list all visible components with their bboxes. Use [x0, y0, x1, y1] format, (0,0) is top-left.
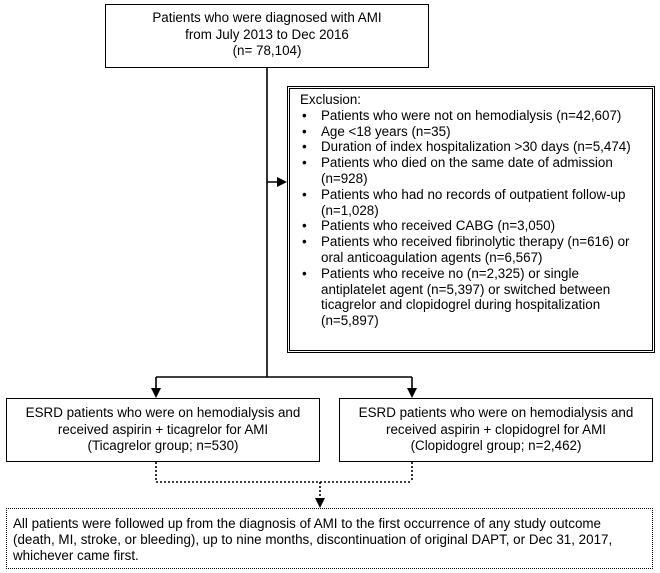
followup-box: All patients were followed up from the d…: [6, 508, 653, 569]
diagnosed-patients-box: Patients who were diagnosed with AMI fro…: [105, 4, 429, 68]
clopidogrel-group-box: ESRD patients who were on hemodialysis a…: [339, 398, 653, 462]
followup-text: All patients were followed up from the d…: [13, 516, 613, 563]
clopidogrel-line-1: ESRD patients who were on hemodialysis a…: [358, 405, 634, 420]
exclusion-item: Patients who were not on hemodialysis (n…: [300, 108, 646, 124]
exclusion-title: Exclusion:: [300, 92, 362, 107]
diagnosed-line-1: Patients who were diagnosed with AMI: [152, 10, 382, 25]
exclusion-item: Duration of index hospitalization >30 da…: [300, 139, 646, 155]
exclusion-item: Patients who received CABG (n=3,050): [300, 218, 646, 234]
clopidogrel-line-2: received aspirin + clopidogrel for AMI: [386, 421, 606, 437]
exclusion-item: Age <18 years (n=35): [300, 124, 646, 140]
ticagrelor-line-1: ESRD patients who were on hemodialysis a…: [25, 405, 301, 420]
exclusion-item: Patients who had no records of outpatien…: [300, 187, 646, 219]
exclusion-box: Exclusion: Patients who were not on hemo…: [287, 86, 655, 353]
exclusion-item: Patients who died on the same date of ad…: [300, 155, 646, 187]
ticagrelor-group-box: ESRD patients who were on hemodialysis a…: [6, 398, 320, 462]
ticagrelor-line-2: received aspirin + ticagrelor for AMI: [57, 421, 269, 437]
diagnosed-count: (n= 78,104): [232, 43, 302, 58]
exclusion-item: Patients who receive no (n=2,325) or sin…: [300, 266, 646, 329]
diagnosed-line-2: from July 2013 to Dec 2016: [185, 26, 349, 42]
ticagrelor-count: (Ticagrelor group; n=530): [87, 438, 239, 453]
clopidogrel-count: (Clopidogrel group; n=2,462): [410, 438, 582, 453]
exclusion-list: Patients who were not on hemodialysis (n…: [300, 108, 646, 329]
exclusion-item: Patients who received fibrinolytic thera…: [300, 234, 646, 266]
